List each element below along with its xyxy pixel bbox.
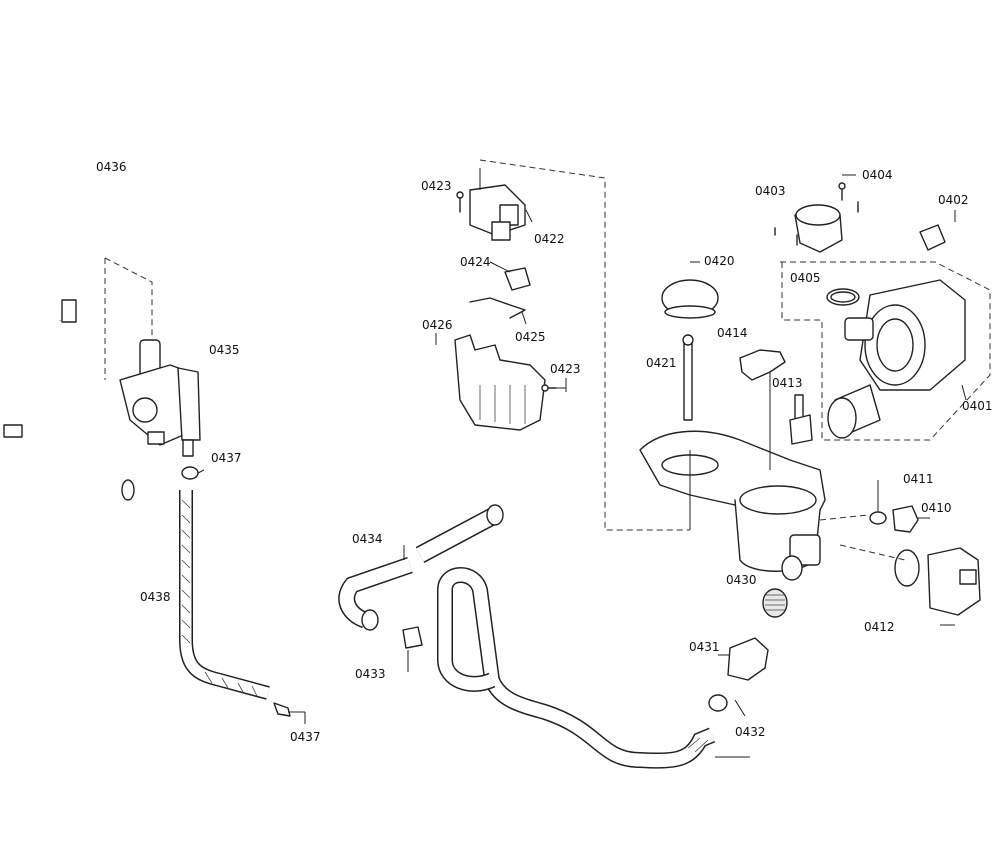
callout-0432: 0432 (735, 725, 766, 739)
check-valve-0430b (762, 588, 788, 618)
callout-0431: 0431 (689, 640, 720, 654)
part-0424 (489, 261, 531, 291)
circulation-pump-0401 (827, 279, 967, 439)
callout-0423-bottom: 0423 (550, 362, 581, 376)
basket-0426 (435, 333, 546, 431)
screw-0404 (838, 174, 856, 201)
callout-0433: 0433 (355, 667, 386, 681)
callout-0410: 0410 (921, 501, 952, 515)
ring-0412a (894, 549, 920, 587)
screw-0423-top (456, 191, 464, 213)
callout-0424: 0424 (460, 255, 491, 269)
heater-module-0412 (927, 547, 981, 626)
clip-0433 (402, 626, 423, 672)
callout-0403: 0403 (755, 184, 786, 198)
cover-0431 (718, 637, 769, 681)
screw-0423-bottom (541, 378, 567, 392)
part-0413 (789, 394, 813, 445)
cap-0420 (661, 261, 719, 319)
callout-0436: 0436 (96, 160, 127, 174)
pump-top-0403 (774, 201, 859, 253)
hose-clamp-0437-top (181, 466, 205, 480)
callout-0430: 0430 (726, 573, 757, 587)
long-drain-hose (437, 567, 750, 769)
callout-0437-top: 0437 (211, 451, 242, 465)
callout-0435: 0435 (209, 343, 240, 357)
hose-0434 (338, 504, 504, 631)
callout-0438: 0438 (140, 590, 171, 604)
callout-0426: 0426 (422, 318, 453, 332)
callout-0405: 0405 (790, 271, 821, 285)
callout-0421: 0421 (646, 356, 677, 370)
seal-0411 (869, 480, 887, 525)
seal-0405 (826, 288, 860, 306)
drain-pump-0435 (104, 257, 201, 457)
callout-0437-bottom: 0437 (290, 730, 321, 744)
callout-0414: 0414 (717, 326, 748, 340)
clip-0402 (919, 210, 956, 251)
spring-0425 (469, 297, 527, 325)
callout-0413: 0413 (772, 376, 803, 390)
clip-0414 (739, 349, 786, 381)
sump-housing-0430 (639, 355, 826, 581)
callout-0411: 0411 (903, 472, 934, 486)
seal-ring-0432 (708, 694, 746, 717)
callout-0402: 0402 (938, 193, 969, 207)
hose-clamp-0437-bottom (273, 702, 306, 724)
callout-0422: 0422 (534, 232, 565, 246)
callout-0420: 0420 (704, 254, 735, 268)
callout-0404: 0404 (862, 168, 893, 182)
rod-0421 (682, 334, 694, 421)
bracket-0422 (469, 168, 533, 241)
drain-hose-0436 (2, 139, 135, 501)
callout-0434: 0434 (352, 532, 383, 546)
callout-0423-top: 0423 (421, 179, 452, 193)
valve-0410 (892, 505, 930, 533)
callout-0425: 0425 (515, 330, 546, 344)
hose-0438 (179, 490, 270, 700)
callout-0401: 0401 (962, 399, 993, 413)
callout-0412: 0412 (864, 620, 895, 634)
